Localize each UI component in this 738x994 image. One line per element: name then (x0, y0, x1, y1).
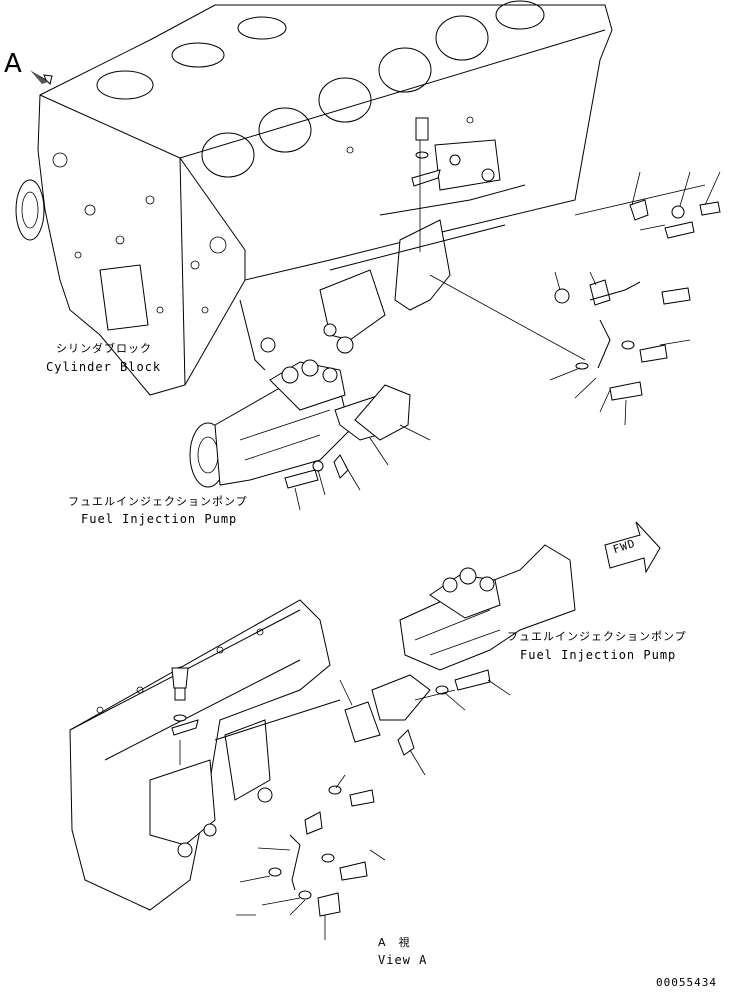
cylinder-block-label-en: Cylinder Block (46, 360, 162, 374)
view-a-label-en: View A (378, 953, 428, 967)
fuel-injection-pump-top-label-en: Fuel Injection Pump (81, 512, 238, 526)
injection-rail-top (260, 117, 706, 361)
fuel-injection-pump-top-drawing (189, 359, 351, 488)
view-a-block-drawing (69, 599, 341, 911)
fittings-top-right (549, 171, 721, 426)
fwd-arrow-icon (604, 521, 661, 574)
cylinder-block-drawing (15, 0, 613, 396)
view-marker-label: A (4, 49, 22, 79)
drawing-number: 00055434 (656, 976, 717, 989)
cylinder-block-label-jp: シリンダブロック (56, 342, 152, 355)
fuel-injection-pump-bottom-label-jp: フュエルインジェクションポンプ (507, 630, 687, 643)
fittings-bottom (236, 774, 386, 940)
fuel-injection-pump-top-label-jp: フュエルインジェクションポンプ (68, 495, 248, 508)
view-a-label-jp: A 視 (378, 936, 411, 949)
view-a-arrow (30, 70, 53, 85)
fuel-injection-pump-bottom-drawing (339, 544, 576, 776)
pump-bracket-top (284, 384, 431, 511)
fuel-injection-pump-bottom-label-en: Fuel Injection Pump (520, 648, 677, 662)
